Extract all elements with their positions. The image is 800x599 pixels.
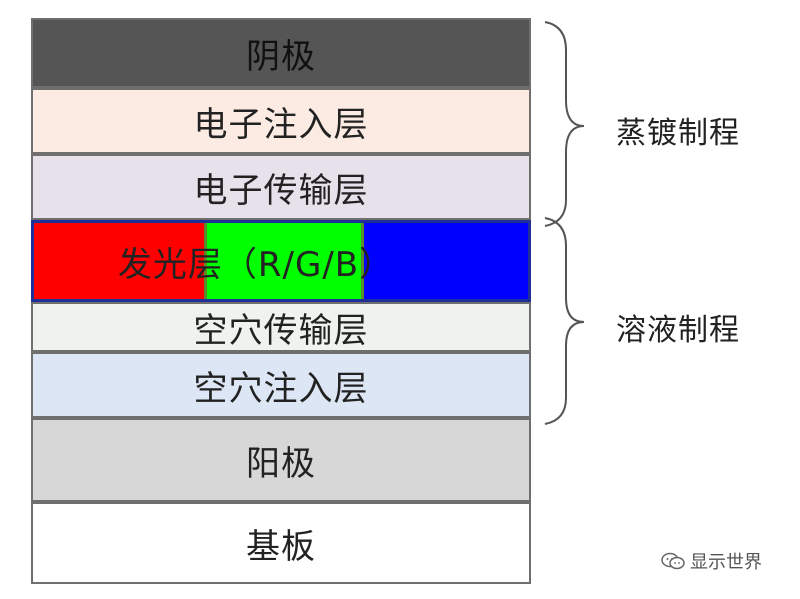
- layer-electron-transport: 电子传输层: [31, 154, 531, 220]
- solution-process-label: 溶液制程: [616, 313, 740, 348]
- layer-cathode-label: 阴极: [246, 36, 316, 77]
- layer-hole-transport: 空穴传输层: [31, 302, 531, 352]
- layer-hole-injection-label: 空穴注入层: [193, 368, 369, 409]
- layer-electron-injection: 电子注入层: [31, 88, 531, 154]
- wechat-icon: [661, 552, 685, 570]
- emissive-blue-subpixel: [364, 223, 528, 299]
- layer-emissive: 发光层（R/G/B）: [31, 220, 531, 302]
- layer-electron-transport-label: 电子传输层: [193, 170, 369, 211]
- emissive-red-subpixel: [34, 223, 204, 299]
- layer-anode: 阳极: [31, 418, 531, 502]
- watermark: 显示世界: [660, 548, 762, 574]
- vapor-process-label: 蒸镀制程: [616, 116, 740, 151]
- layer-hole-injection: 空穴注入层: [31, 352, 531, 418]
- layer-electron-injection-label: 电子注入层: [193, 104, 369, 145]
- layer-emissive-label: 发光层（R/G/B）: [117, 244, 395, 285]
- watermark-text: 显示世界: [690, 552, 762, 573]
- vapor-process-bracket: [544, 21, 585, 227]
- emissive-green-subpixel: [204, 223, 364, 299]
- solution-process-bracket: [544, 217, 585, 425]
- layer-cathode: 阴极: [31, 18, 531, 88]
- layer-hole-transport-label: 空穴传输层: [193, 310, 369, 351]
- layer-anode-label: 阳极: [246, 443, 316, 484]
- layer-substrate-label: 基板: [246, 526, 316, 567]
- layer-substrate: 基板: [31, 502, 531, 584]
